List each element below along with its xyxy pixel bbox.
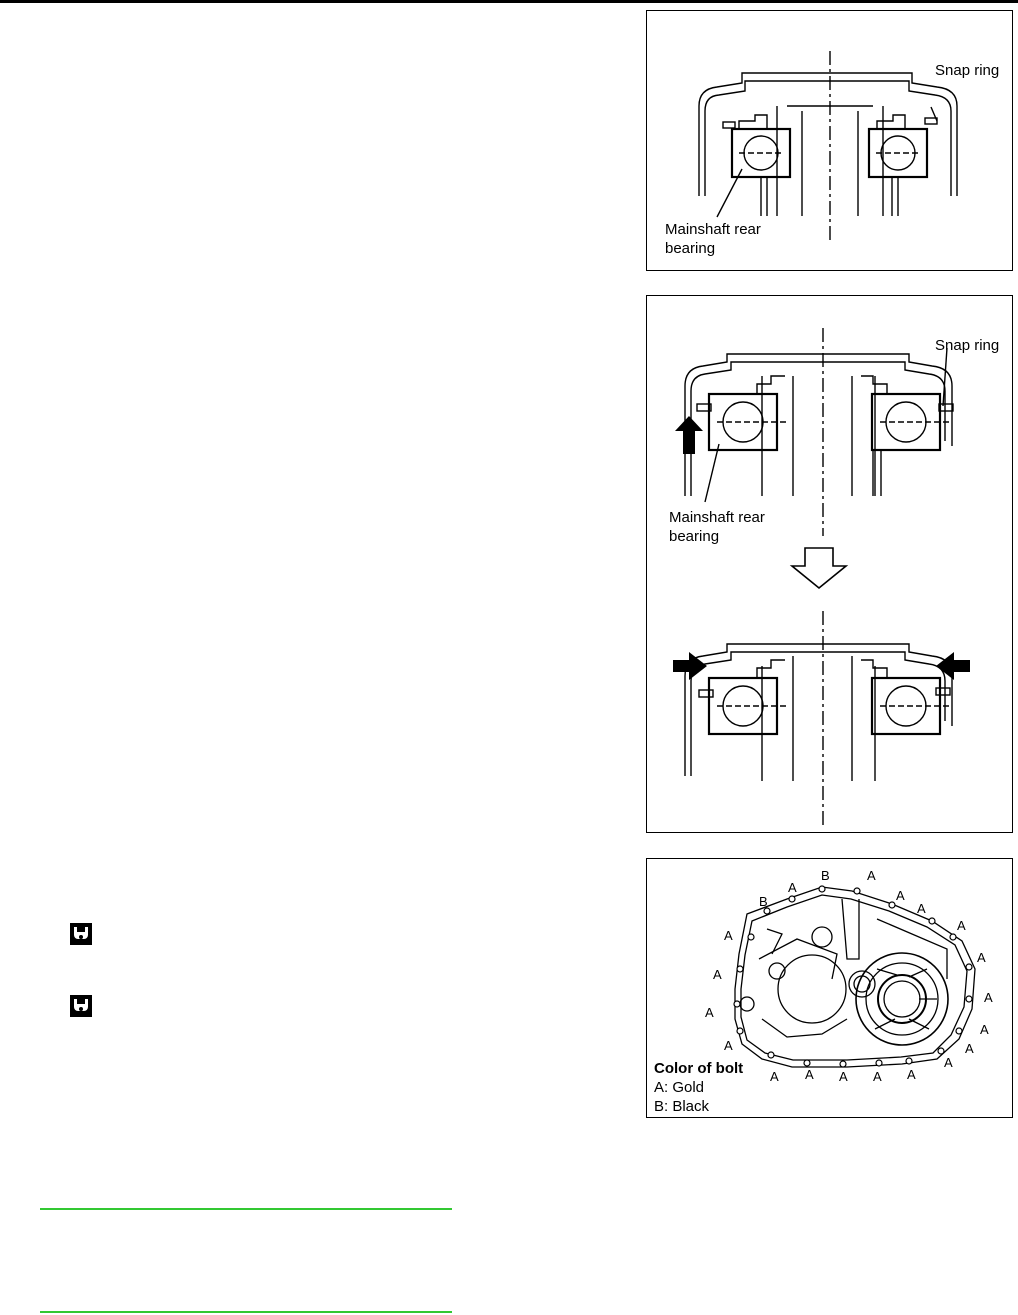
bolt-label: B (821, 868, 830, 883)
figure-bolt-color: B A B A A A A A A A A A A A A A A A A A … (646, 858, 1013, 1118)
bolt-label: A (980, 1022, 989, 1037)
right-arrow-icon (673, 652, 707, 680)
bearing-diagram-1 (698, 51, 958, 241)
bolt-label: A (839, 1069, 848, 1084)
bolt-label: A (873, 1069, 882, 1084)
bolt-label: A (957, 918, 966, 933)
transaxle-case-diagram (733, 885, 976, 1068)
torque-wrench-icon (70, 923, 92, 945)
down-arrow-icon (789, 547, 849, 590)
bolt-label: A (867, 868, 876, 883)
left-arrow-icon (936, 652, 970, 680)
figure-snap-ring-removal: Snap ring Mainshaft rear bearing (646, 295, 1013, 833)
bolt-legend-gold: A: Gold (654, 1079, 705, 1096)
bolt-label: A (917, 901, 926, 916)
bolt-label: A (705, 1005, 714, 1020)
bolt-label: A (788, 880, 797, 895)
section-rule-top (40, 1208, 452, 1210)
bolt-label: A (770, 1069, 779, 1084)
bolt-label: A (944, 1055, 953, 1070)
bolt-label: B (759, 894, 768, 909)
bearing-diagram-2 (673, 328, 970, 826)
bolt-legend-title: Color of bolt (654, 1060, 744, 1077)
torque-wrench-icon (70, 995, 92, 1017)
bolt-legend-black: B: Black (654, 1098, 710, 1115)
snap-ring-label: Snap ring (935, 337, 1000, 354)
bolt-label: A (713, 967, 722, 982)
bearing-label-line2: bearing (665, 240, 716, 257)
bolt-label: A (724, 928, 733, 943)
up-arrow-icon (675, 416, 703, 454)
bolt-holes (733, 885, 973, 1068)
bolt-label: A (907, 1067, 916, 1082)
bearing-label-line2: bearing (669, 528, 720, 545)
bearing-label-line1: Mainshaft rear (665, 221, 761, 238)
bolt-label: A (724, 1038, 733, 1053)
section-rule-bottom (40, 1311, 452, 1313)
bolt-label: A (805, 1067, 814, 1082)
top-rule (0, 0, 1018, 3)
snap-ring-label: Snap ring (935, 62, 1000, 79)
bolt-label: A (965, 1041, 974, 1056)
bolt-label: A (896, 888, 905, 903)
bearing-label-line1: Mainshaft rear (669, 509, 765, 526)
bolt-label: A (984, 990, 993, 1005)
figure-snap-ring-installed: Snap ring Mainshaft rear bearing (646, 10, 1013, 271)
bolt-label: A (977, 950, 986, 965)
